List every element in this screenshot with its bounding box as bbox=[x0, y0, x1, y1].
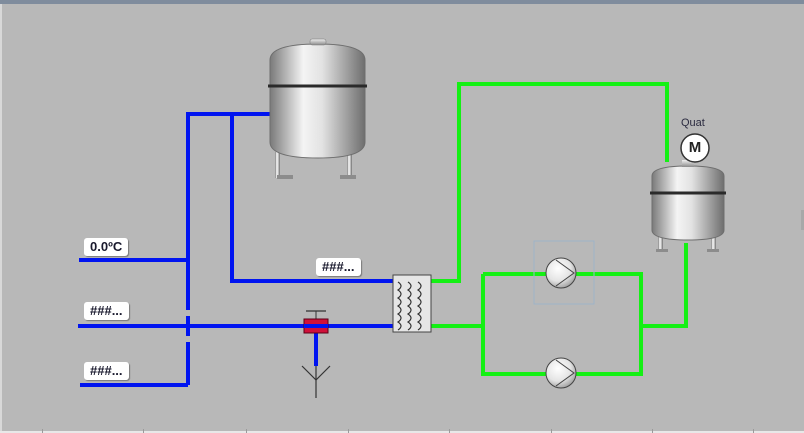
bottom-line-value-display: ###... bbox=[84, 362, 129, 380]
pipe-hx-to-mixer bbox=[431, 82, 669, 283]
right-edge-marker bbox=[801, 210, 804, 230]
bottom-border bbox=[0, 431, 804, 433]
bottom-tick bbox=[246, 429, 247, 433]
hx-inlet-value-display: ###... bbox=[316, 258, 361, 276]
inlet-temp-display: 0.0ºC bbox=[84, 238, 129, 256]
main-line-value-display: ###... bbox=[84, 302, 129, 320]
pipe-branch-to-hx bbox=[230, 114, 393, 283]
mixer-tag-label: Quat bbox=[681, 117, 705, 129]
pump-top-icon[interactable] bbox=[533, 240, 595, 305]
pipe-pump-loop bbox=[481, 272, 643, 376]
motor-letter: M bbox=[688, 139, 702, 156]
pipe-top-header bbox=[186, 112, 272, 385]
window-top-bar bbox=[0, 0, 804, 4]
motor-icon[interactable] bbox=[680, 133, 710, 163]
bottom-tick bbox=[143, 429, 144, 433]
valve-icon[interactable] bbox=[303, 310, 329, 334]
bottom-tick bbox=[652, 429, 653, 433]
bottom-tick bbox=[348, 429, 349, 433]
storage-tank-icon[interactable] bbox=[268, 38, 367, 179]
pipe-loop-to-mixer bbox=[641, 243, 688, 328]
heat-exchanger-icon[interactable] bbox=[392, 274, 432, 333]
hot-water-pipes bbox=[431, 82, 688, 376]
bottom-tick bbox=[449, 429, 450, 433]
bottom-tick bbox=[753, 429, 754, 433]
window-left-edge bbox=[0, 4, 2, 433]
drain-icon bbox=[301, 365, 331, 398]
cold-water-pipes bbox=[78, 112, 393, 387]
bottom-tick bbox=[551, 429, 552, 433]
bottom-tick bbox=[42, 429, 43, 433]
pump-bottom-icon[interactable] bbox=[545, 357, 577, 389]
pipe-crossing-gap bbox=[185, 310, 191, 342]
mixer-tank-icon[interactable] bbox=[650, 160, 726, 252]
